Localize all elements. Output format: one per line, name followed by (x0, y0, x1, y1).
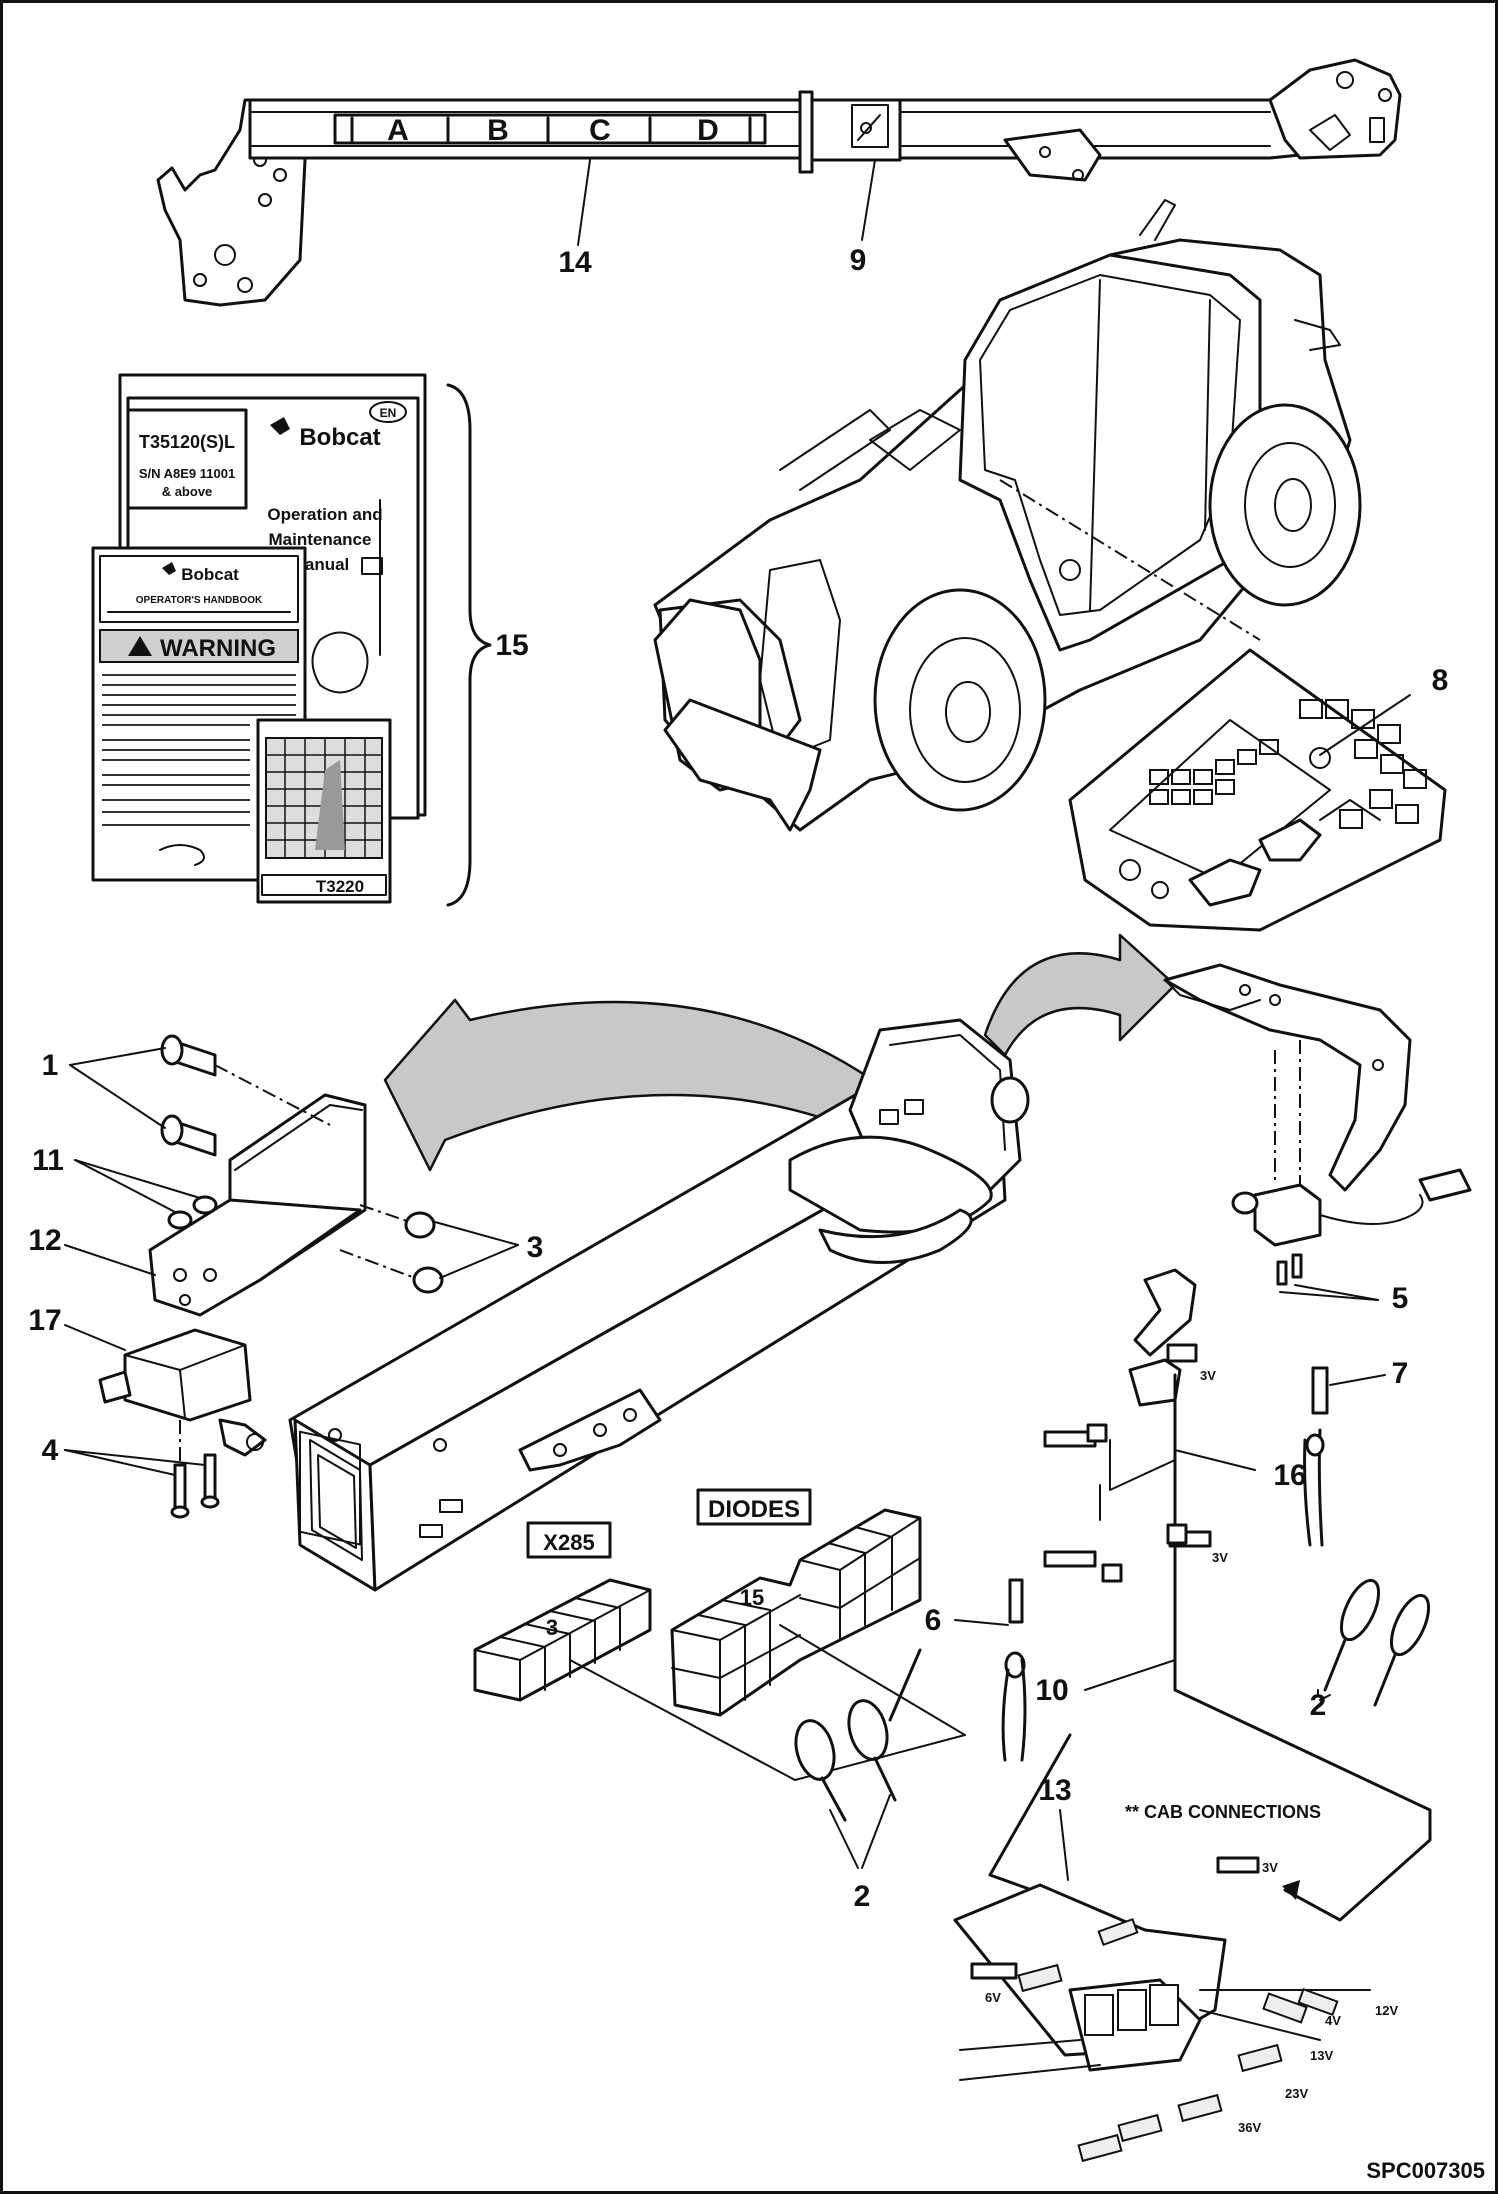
board-36v-label: 36V (1238, 2120, 1261, 2135)
manual-set: T35120(S)L S/N A8E9 11001 & above Bobcat… (91, 373, 492, 907)
callout-8: 8 (1432, 664, 1449, 697)
sensor-block (98, 1328, 267, 1457)
handbook-logo-icon (162, 562, 176, 575)
diodes-count: 15 (740, 1585, 764, 1610)
handbook-heading: OPERATOR'S HANDBOOK (136, 595, 263, 606)
manual-serial-suffix: & above (162, 484, 213, 499)
boom-frame (288, 1018, 1030, 1592)
harness-3v-label-a: 3V (1200, 1368, 1216, 1383)
callout-3: 3 (527, 1231, 544, 1264)
callout-2-center: 2 (854, 1880, 871, 1913)
manual-title-1: Operation and (267, 505, 382, 524)
x285-connectors: 3 (473, 1578, 652, 1702)
callout-11: 11 (32, 1144, 64, 1177)
sleeve-connector (1303, 1366, 1329, 1547)
relocate-arrow-right (983, 933, 1177, 1057)
board-6v-label: 6V (985, 1990, 1001, 2005)
callout-12: 12 (28, 1224, 61, 1257)
callout-10: 10 (1035, 1674, 1068, 1707)
proximity-sensor (1231, 1168, 1472, 1286)
diodes-label: DIODES (708, 1496, 800, 1523)
boom-decal-letter-b: B (487, 114, 509, 147)
callout-6: 6 (925, 1604, 942, 1637)
manual-model: T35120(S)L (139, 432, 235, 452)
diode-blocks: 15 (670, 1508, 922, 1717)
callout-14: 14 (558, 246, 592, 279)
harness-3v-label-b: 3V (1212, 1550, 1228, 1565)
manual-title-2: Maintenance (269, 530, 372, 549)
callout-9: 9 (850, 244, 867, 277)
handbook-warning: WARNING (160, 635, 276, 662)
fuse-panel (1068, 648, 1447, 932)
callout-15: 15 (495, 629, 528, 662)
bolt-pair (160, 1034, 217, 1157)
manual-serial: S/N A8E9 11001 (139, 466, 235, 481)
cab-connections-label: ** CAB CONNECTIONS (1125, 1802, 1321, 1822)
washer (192, 1195, 218, 1215)
boom-decal-letter-d: D (697, 114, 719, 147)
boom-decal-letter-a: A (387, 114, 409, 147)
warning-banner (99, 629, 299, 663)
screw-pair (170, 1453, 220, 1519)
manual-brand: Bobcat (299, 424, 380, 451)
board-13v-label: 13V (1310, 2048, 1333, 2063)
callout-5: 5 (1392, 1282, 1409, 1315)
bracket-plate (148, 1093, 367, 1317)
board-12v-label: 12V (1375, 2003, 1398, 2018)
relocate-arrow-left (383, 998, 902, 1172)
switch-bracket (1163, 963, 1412, 1192)
arrow-head-icon (1282, 1880, 1300, 1900)
callout-13: 13 (1038, 1774, 1071, 1807)
diodes-label-box (696, 1488, 812, 1526)
boom-assembly: A B C D (156, 58, 1402, 307)
callout-17: 17 (28, 1304, 61, 1337)
board-23v-label: 23V (1285, 2086, 1308, 2101)
boom-decal-letter-c: C (589, 114, 611, 147)
callout-1: 1 (42, 1049, 59, 1082)
nut (404, 1211, 436, 1239)
x285-label: X285 (543, 1530, 594, 1555)
handbook-brand: Bobcat (181, 565, 239, 584)
cable-ties-center (794, 1648, 922, 1822)
x285-label-box (526, 1521, 612, 1559)
wire-harness: 3V 3V 3V ** CAB CONNECTIONS (953, 1268, 1432, 2163)
drawing-code: SPC007305 (1366, 2158, 1485, 2183)
callout-2-right: 2 (1310, 1689, 1327, 1722)
callout-4: 4 (42, 1434, 59, 1467)
sleeve-connector-6 (1001, 1578, 1027, 1762)
manual-badge: EN (380, 406, 397, 420)
warning-triangle-icon (128, 636, 152, 656)
callout-16: 16 (1273, 1459, 1306, 1492)
callout-7: 7 (1392, 1357, 1409, 1390)
telehandler-machine (653, 199, 1362, 832)
nut (412, 1266, 444, 1294)
load-chart-model: T3220 (316, 877, 364, 896)
cab-3v-label: 3V (1262, 1860, 1278, 1875)
cable-ties-right (1323, 1578, 1431, 1707)
washer (167, 1210, 193, 1230)
bobcat-logo-icon (270, 417, 290, 435)
x285-count: 3 (546, 1615, 558, 1640)
board-4v-label: 4V (1325, 2013, 1341, 2028)
book-icon (361, 557, 383, 575)
